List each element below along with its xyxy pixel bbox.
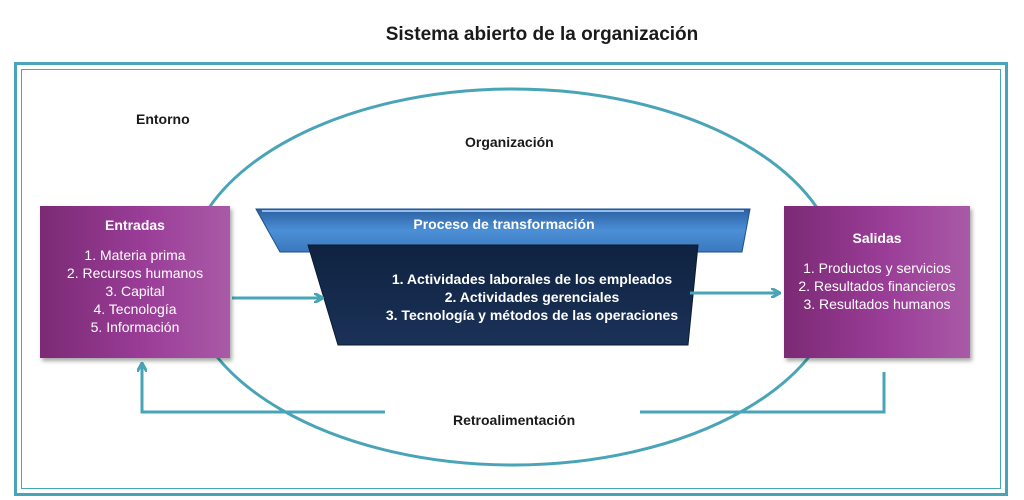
inputs-box: Entradas 1. Materia prima 2. Recursos hu…: [40, 206, 230, 358]
process-body: [307, 244, 699, 346]
diagram-title: Sistema abierto de la organización: [385, 24, 699, 45]
environment-frame-outer: [14, 62, 1008, 496]
inputs-item: 5. Información: [90, 319, 180, 335]
process-header: Proceso de transformación: [413, 216, 595, 232]
inputs-item: 4. Tecnología: [93, 301, 177, 317]
outputs-item: 2. Resultados financieros: [798, 278, 956, 294]
inputs-item: 2. Recursos humanos: [66, 265, 204, 281]
process-item: 1. Actividades laborales de los empleado…: [391, 271, 673, 287]
outputs-header: Salidas: [852, 230, 902, 246]
process-top-band: [255, 208, 751, 253]
organization-label: Organización: [465, 134, 554, 150]
feedback-label: Retroalimentación: [453, 412, 576, 428]
inputs-header: Entradas: [105, 217, 165, 233]
outputs-item: 3. Resultados humanos: [803, 296, 951, 312]
outputs-item: 1. Productos y servicios: [803, 260, 951, 276]
process-list: 1. Actividades laborales de los empleado…: [312, 270, 752, 324]
environment-frame-inner: [21, 69, 1001, 489]
process-item: 2. Actividades gerenciales: [444, 289, 620, 305]
inputs-item: 1. Materia prima: [84, 247, 186, 263]
environment-label: Entorno: [136, 111, 190, 127]
inputs-item: 3. Capital: [105, 283, 165, 299]
outputs-box: Salidas 1. Productos y servicios 2. Resu…: [784, 206, 970, 358]
feedback-line-left: [142, 364, 385, 414]
feedback-line-right: [640, 372, 886, 414]
process-item: 3. Tecnología y métodos de las operacion…: [385, 307, 679, 323]
